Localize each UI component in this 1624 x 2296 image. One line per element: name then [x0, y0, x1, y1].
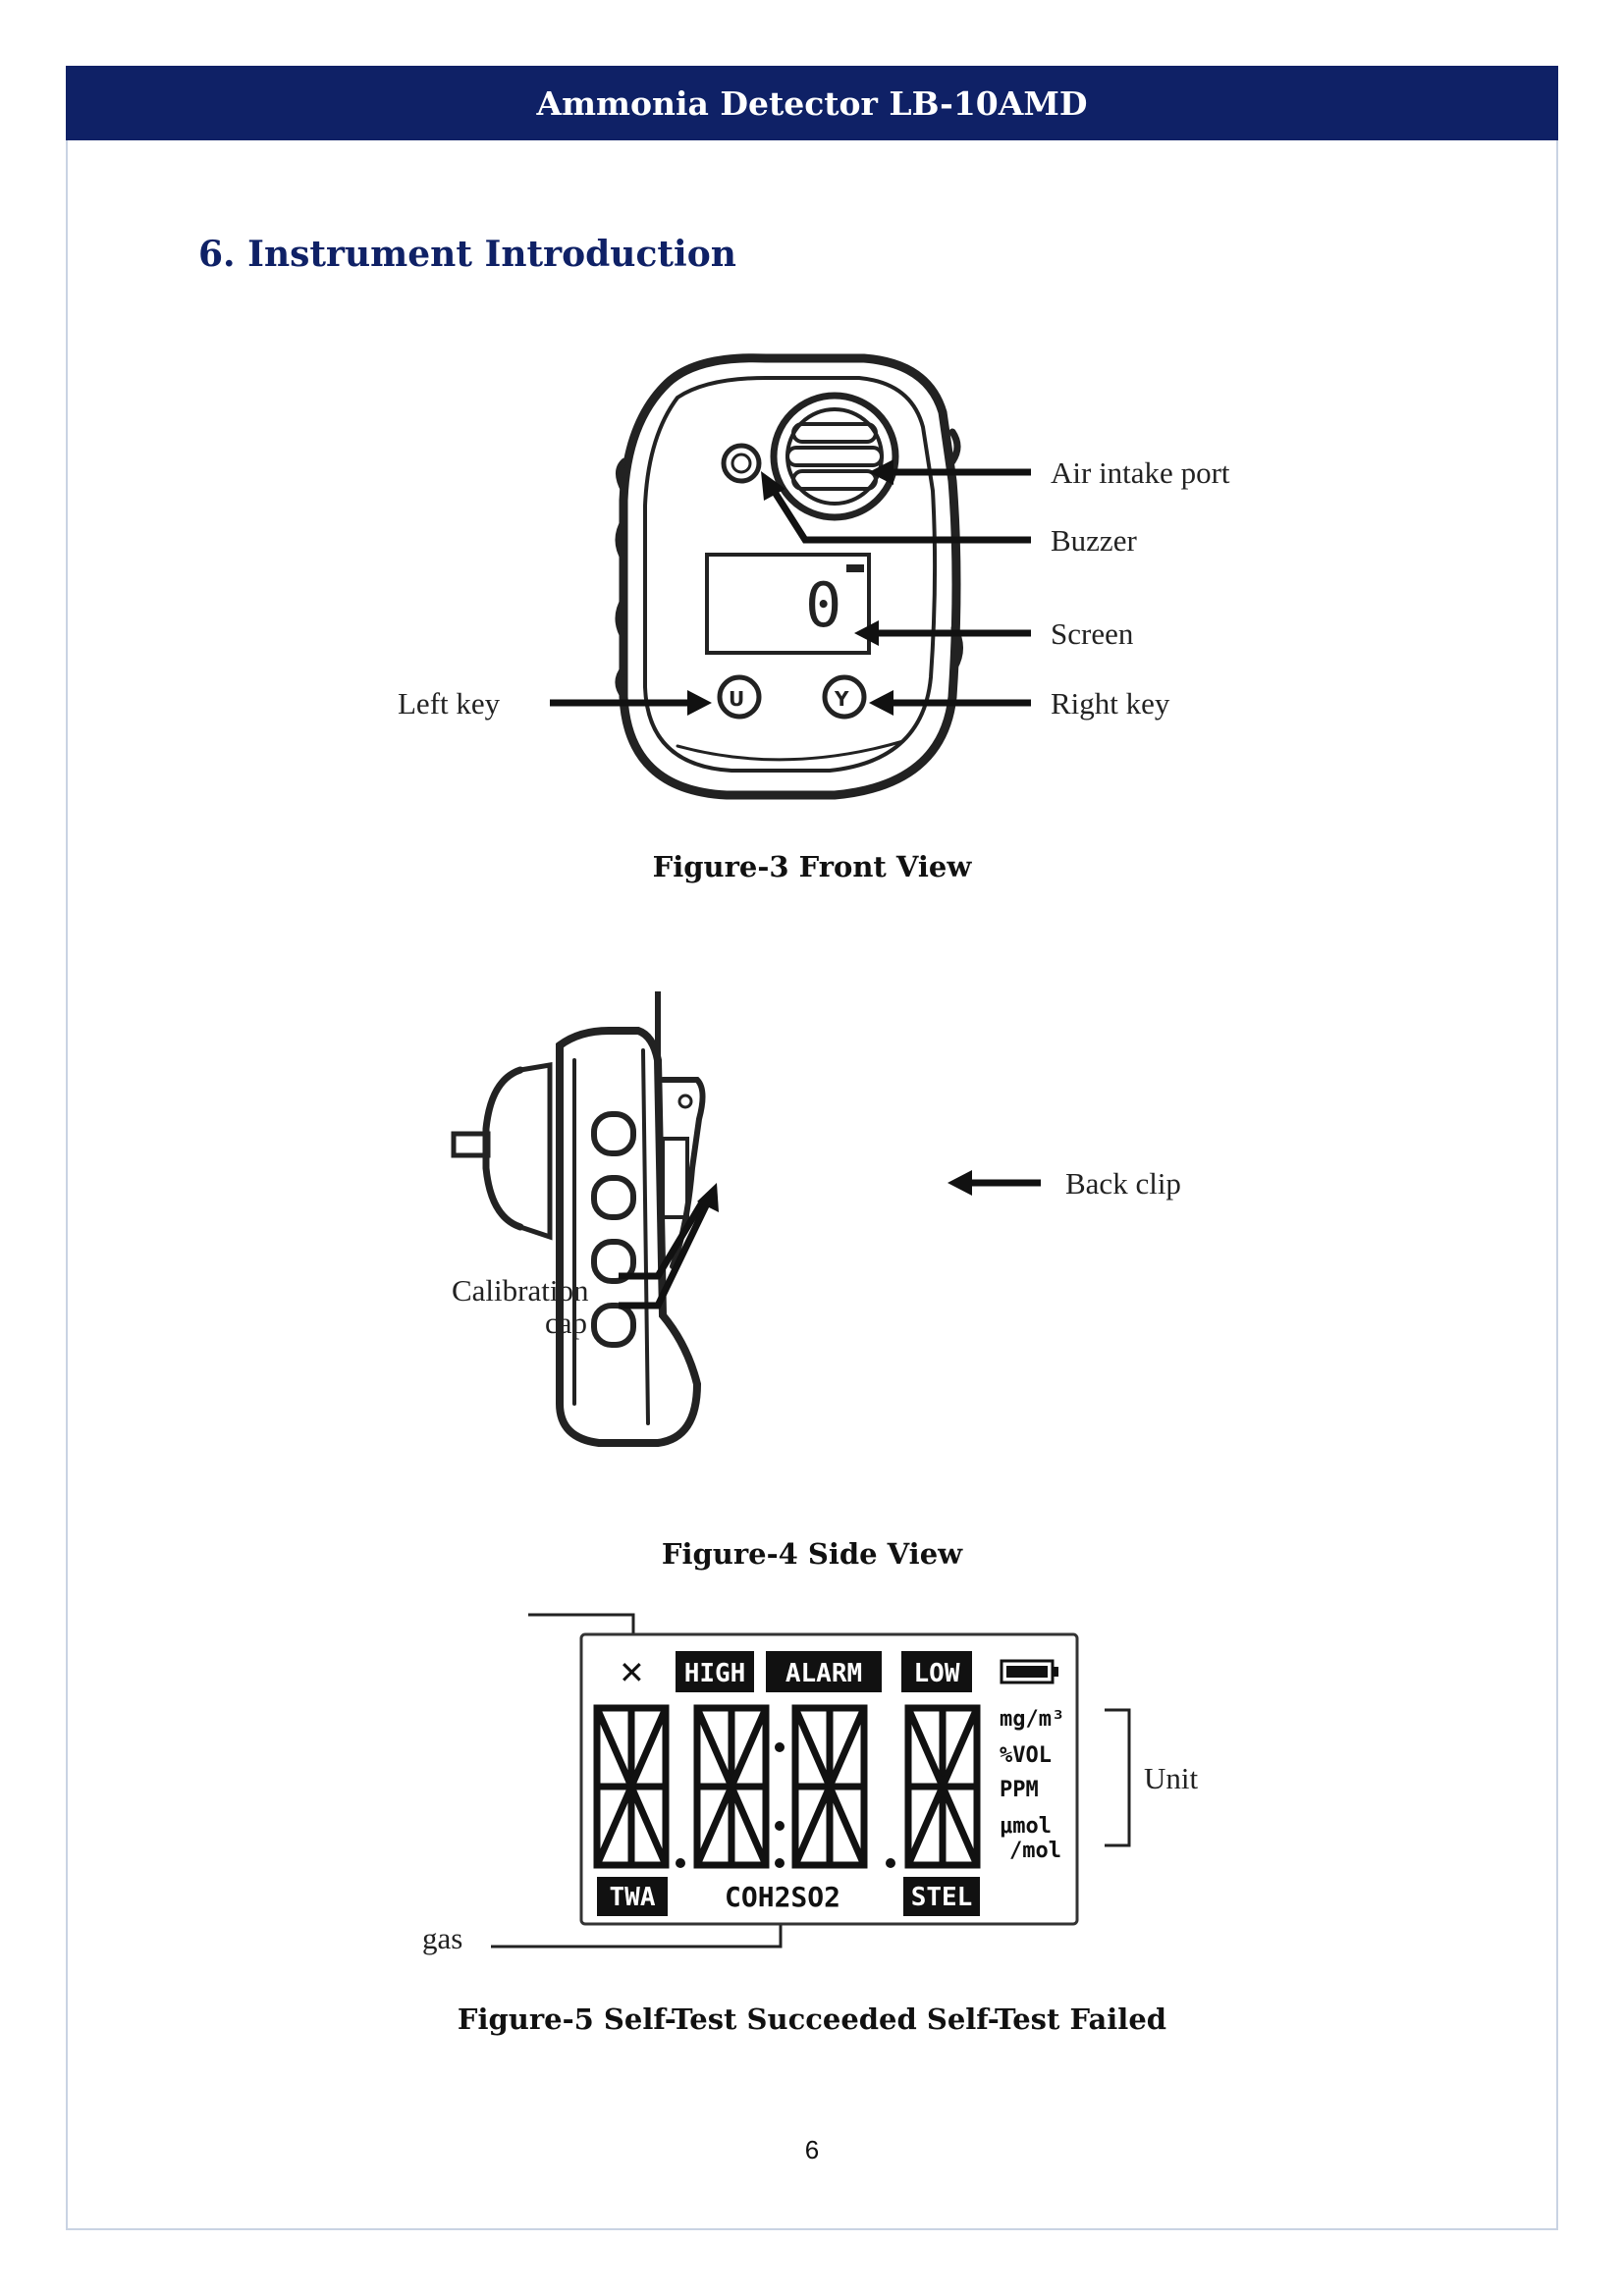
device-side-illustration: [451, 991, 706, 1447]
svg-text:0: 0: [805, 569, 841, 641]
gas-name-readout: COH2SO2: [725, 1881, 840, 1913]
svg-text:STEL: STEL: [911, 1883, 973, 1912]
svg-text:TWA: TWA: [610, 1883, 656, 1912]
badge-stel: STEL: [903, 1877, 980, 1916]
svg-text:U: U: [729, 687, 744, 711]
label-right-key: Right key: [1051, 686, 1170, 721]
decimal-dots: [676, 1742, 895, 1868]
label-gas: gas: [422, 1921, 462, 1955]
badge-low: LOW: [901, 1651, 972, 1692]
label-calibration: Calibration: [452, 1273, 589, 1308]
digit-3: [791, 1704, 868, 1869]
page-number: 6: [804, 2135, 820, 2164]
side-view-figure: Back clip Calibration cap: [451, 991, 1181, 1447]
document-title: Ammonia Detector LB-10AMD: [536, 83, 1088, 123]
battery-icon: [1000, 1659, 1058, 1684]
badge-high: HIGH: [676, 1651, 754, 1692]
label-buzzer: Buzzer: [1051, 523, 1137, 558]
badge-alarm: ALARM: [766, 1651, 882, 1692]
device-front-illustration: 0 U Y: [615, 353, 963, 800]
svg-text:HIGH: HIGH: [684, 1659, 746, 1688]
calibration-arrow: [619, 1183, 719, 1309]
callout-arrows: [550, 459, 1031, 716]
segment-digits: [593, 1704, 981, 1869]
label-calibration-cap: cap: [545, 1306, 587, 1340]
lcd-display-figure: ✕ HIGH ALARM LOW: [422, 1613, 1199, 1955]
label-screen: Screen: [1051, 616, 1134, 651]
lcd-leader-lines: [491, 1613, 1131, 1949]
digit-4: [904, 1704, 981, 1869]
cross-icon: ✕: [619, 1654, 645, 1691]
label-back-clip: Back clip: [1065, 1166, 1181, 1201]
label-left-key: Left key: [398, 686, 501, 721]
unit-list: mg/m³ %VOL PPM μmol /mol: [1000, 1707, 1064, 1863]
front-view-figure: 0 U Y Air intake port Buzzer Screen Left…: [398, 353, 1230, 800]
svg-text:LOW: LOW: [914, 1659, 960, 1688]
unit-per-mol: /mol: [1009, 1839, 1061, 1863]
unit-vol: %VOL: [1000, 1743, 1052, 1768]
header-bar: Ammonia Detector LB-10AMD: [66, 66, 1558, 140]
figure-4-caption: Figure-4 Side View: [661, 1537, 963, 1571]
digit-1: [593, 1704, 670, 1869]
callout-arrows: [619, 1170, 1041, 1280]
unit-umol: μmol: [1000, 1814, 1052, 1839]
figure-3-caption: Figure-3 Front View: [652, 850, 972, 883]
svg-text:Y: Y: [834, 687, 849, 711]
digit-2: [693, 1704, 770, 1869]
label-air-intake-port: Air intake port: [1051, 455, 1230, 490]
badge-twa: TWA: [597, 1877, 668, 1916]
unit-mg-m3: mg/m³: [1000, 1707, 1064, 1732]
svg-text:ALARM: ALARM: [785, 1659, 862, 1688]
unit-ppm: PPM: [1000, 1778, 1039, 1802]
section-heading: 6. Instrument Introduction: [198, 234, 736, 275]
label-unit: Unit: [1144, 1761, 1199, 1795]
figure-5-caption: Figure-5 Self-Test Succeeded Self-Test F…: [457, 2002, 1167, 2036]
